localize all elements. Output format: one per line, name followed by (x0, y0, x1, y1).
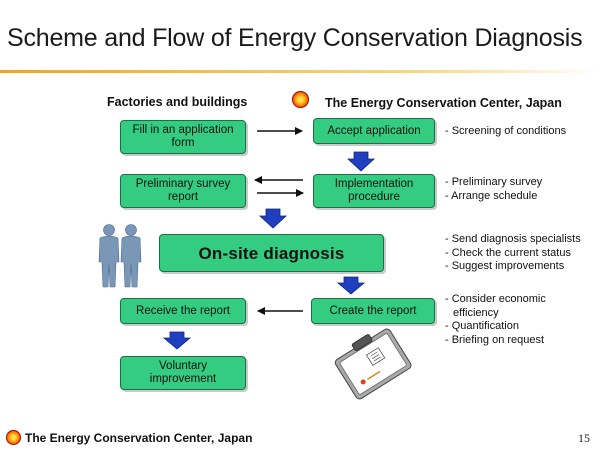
note-line: - Check the current status (445, 246, 571, 259)
note-line: - Suggest improvements (445, 260, 565, 272)
flow-arrow-onsite-to-create (336, 276, 366, 295)
note-create: - Consider economic efficiency - Quantif… (445, 293, 546, 347)
people-icon (98, 224, 142, 288)
box-accept-application: Accept application (313, 118, 435, 144)
eccj-logo-icon (292, 91, 309, 108)
note-onsite: - Send diagnosis specialists - Check the… (445, 233, 581, 274)
note-line: - Arrange schedule (445, 189, 538, 202)
eccj-logo-icon (6, 430, 21, 445)
box-preliminary-report: Preliminary survey report (120, 174, 246, 208)
heading-eccj: The Energy Conservation Center, Japan (325, 96, 562, 110)
note-line: - Consider economic (445, 293, 546, 305)
note-accept: - Screening of conditions (445, 125, 566, 139)
note-line: - Preliminary survey (445, 176, 543, 188)
note-line: - Send diagnosis specialists (445, 233, 581, 245)
flow-arrow-report-to-onsite (258, 208, 288, 229)
note-line: - Briefing on request (445, 333, 545, 346)
box-application-form: Fill in an application form (120, 120, 246, 154)
footer-org: The Energy Conservation Center, Japan (25, 431, 253, 445)
slide-title: Scheme and Flow of Energy Conservation D… (7, 24, 583, 52)
title-underline (0, 70, 600, 73)
box-receive-report: Receive the report (120, 298, 246, 324)
box-voluntary-improvement: Voluntary improvement (120, 356, 246, 390)
page-number: 15 (578, 431, 590, 445)
note-line: - Screening of conditions (445, 125, 567, 137)
note-implementation: - Preliminary survey - Arrange schedule (445, 176, 542, 203)
note-line: efficiency (453, 306, 499, 319)
report-clipboard-icon (334, 328, 412, 400)
note-line: - Quantification (445, 320, 519, 332)
box-implementation-procedure: Implementation procedure (313, 174, 435, 208)
box-create-report: Create the report (311, 298, 435, 324)
flow-arrow-receive-to-voluntary (162, 331, 192, 350)
flow-arrow-accept-to-implementation (346, 151, 376, 172)
box-onsite-diagnosis: On-site diagnosis (159, 234, 384, 272)
heading-factories: Factories and buildings (107, 95, 248, 109)
